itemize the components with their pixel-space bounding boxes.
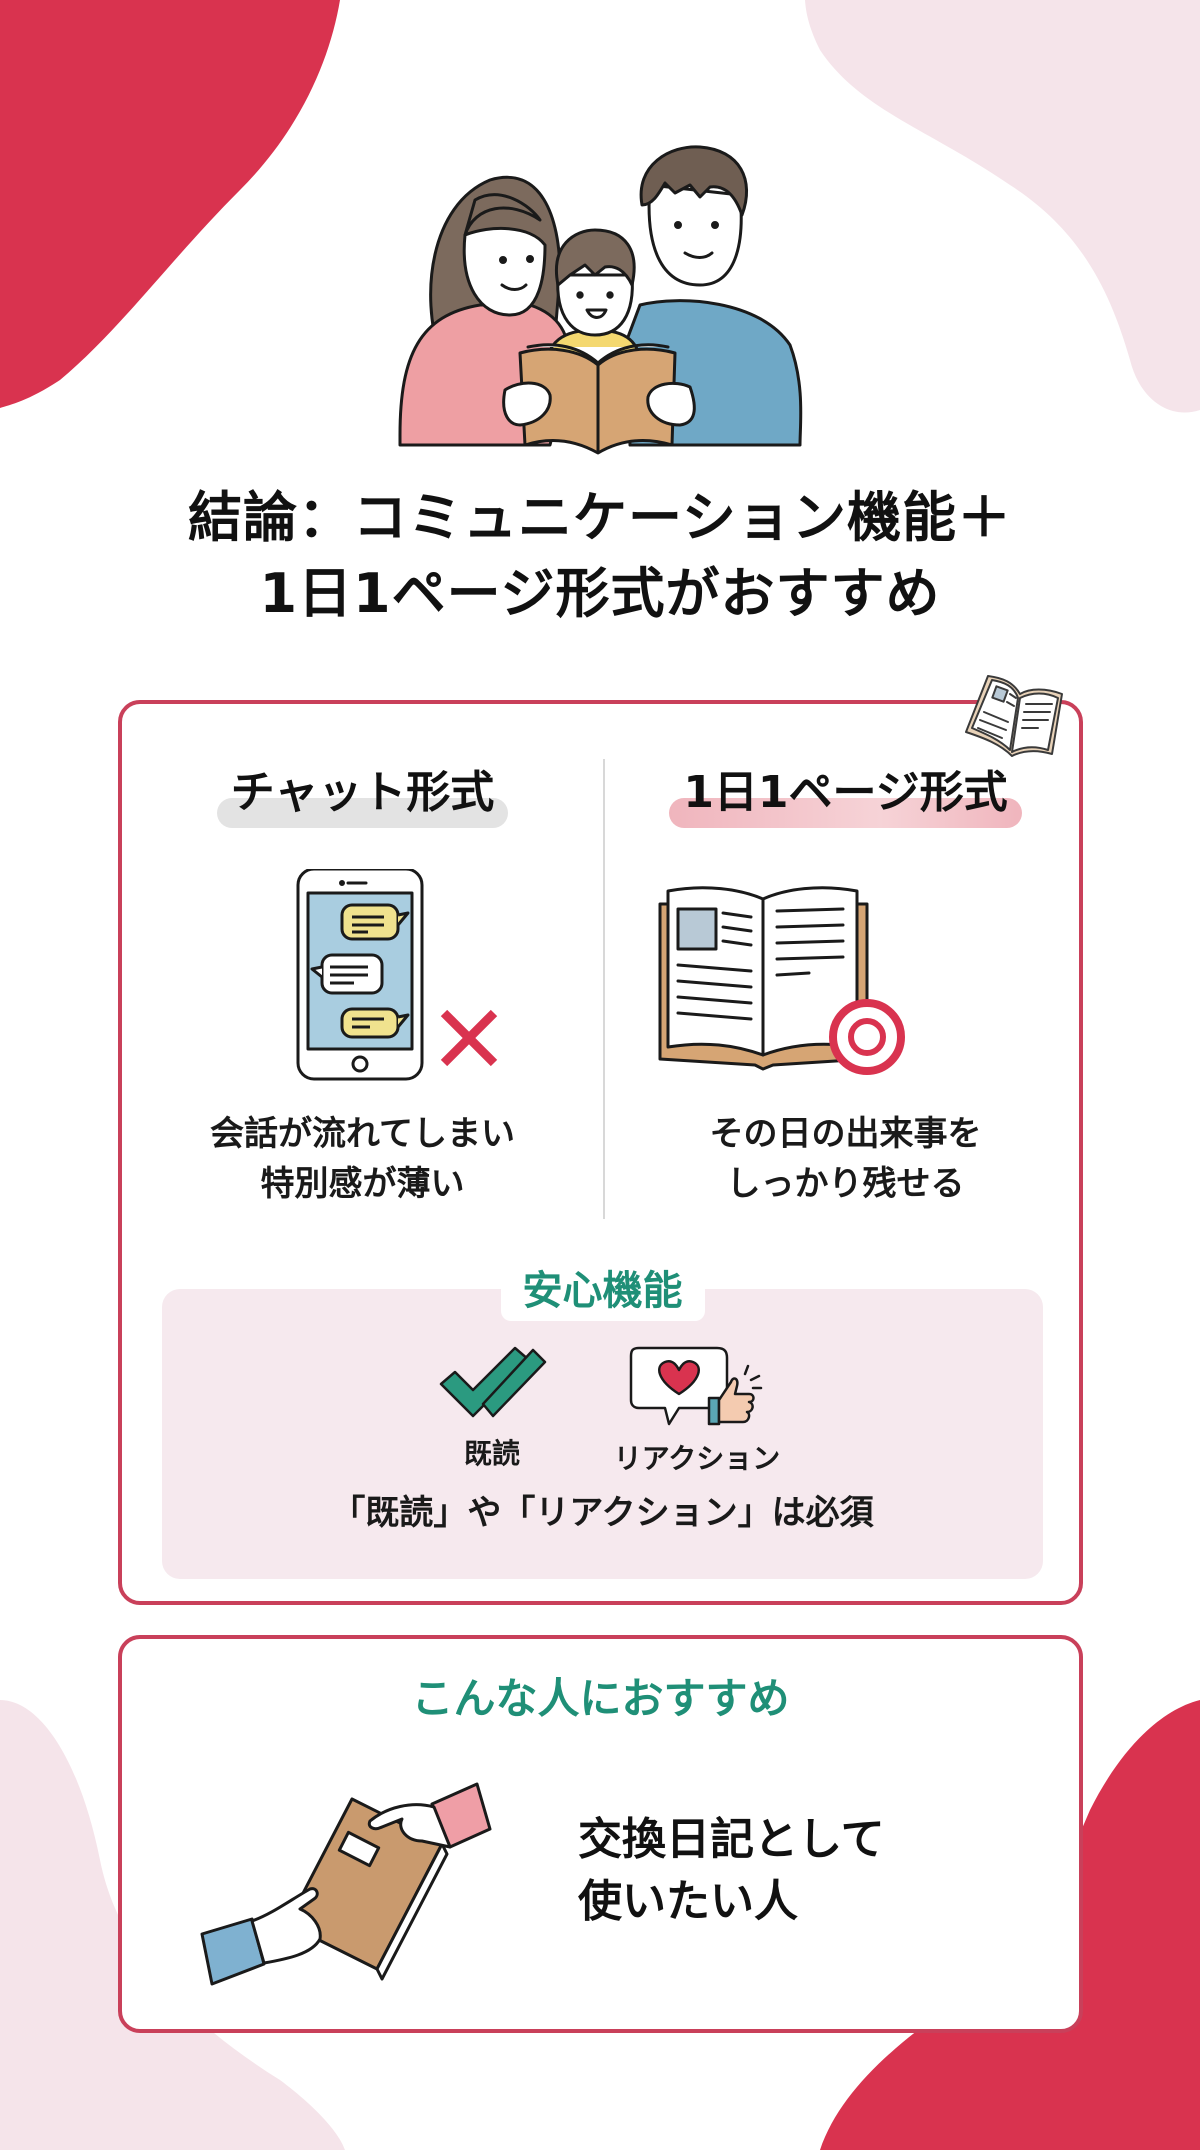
feature-reaction-label: リアクション [613, 1442, 781, 1475]
open-book-icon [658, 886, 905, 1075]
feature-reaction: リアクション [592, 1344, 802, 1479]
double-circle-icon [829, 999, 905, 1075]
recommendation-text: 交換日記として 使いたい人 [578, 1814, 885, 1927]
feature-read-receipt: 既読 [432, 1344, 552, 1474]
blob-bottom-left [0, 1700, 345, 2150]
chat-format-heading: チャット形式 [216, 764, 509, 828]
smartphone-chat-icon [296, 869, 498, 1081]
title-line-1: 結論：コミュニケーション機能＋ [188, 486, 1012, 549]
recommendation-title: こんな人におすすめ [411, 1674, 790, 1723]
one-page-format-description: その日の出来事を しっかり残せる [709, 1114, 982, 1204]
safety-note: 「既読」や「リアクション」は必須 [331, 1493, 874, 1533]
heart-thumbs-up-icon [629, 1346, 763, 1426]
feature-read-label: 既読 [463, 1437, 520, 1470]
page-title: 結論：コミュニケーション機能＋ 1日1ページ形式がおすすめ [0, 480, 1200, 632]
column-divider [603, 759, 605, 1219]
hands-exchanging-diary-illustration [200, 1782, 492, 1986]
comparison-card: チャット形式 会話が流れてしまい [118, 700, 1083, 1605]
family-reading-illustration [398, 145, 803, 455]
title-line-2: 1日1ページ形式がおすすめ [259, 562, 941, 625]
corner-book-icon [965, 675, 1063, 757]
blob-top-right [805, 0, 1200, 413]
safety-features-title: 安心機能 [500, 1261, 705, 1321]
recommendation-card: こんな人におすすめ 交換日記として 使いたい人 [118, 1635, 1083, 2033]
safety-features-panel: 安心機能 既読 リアクション 「既読」や「リアクション」は必須 [162, 1261, 1043, 1579]
double-check-icon [439, 1346, 547, 1418]
blob-bottom-right [820, 1700, 1200, 2150]
one-page-format-heading: 1日1ページ形式 [669, 764, 1023, 828]
blob-top-left [0, 0, 340, 408]
chat-format-description: 会話が流れてしまい 特別感が薄い [210, 1114, 515, 1204]
cross-mark-icon [440, 1009, 498, 1067]
